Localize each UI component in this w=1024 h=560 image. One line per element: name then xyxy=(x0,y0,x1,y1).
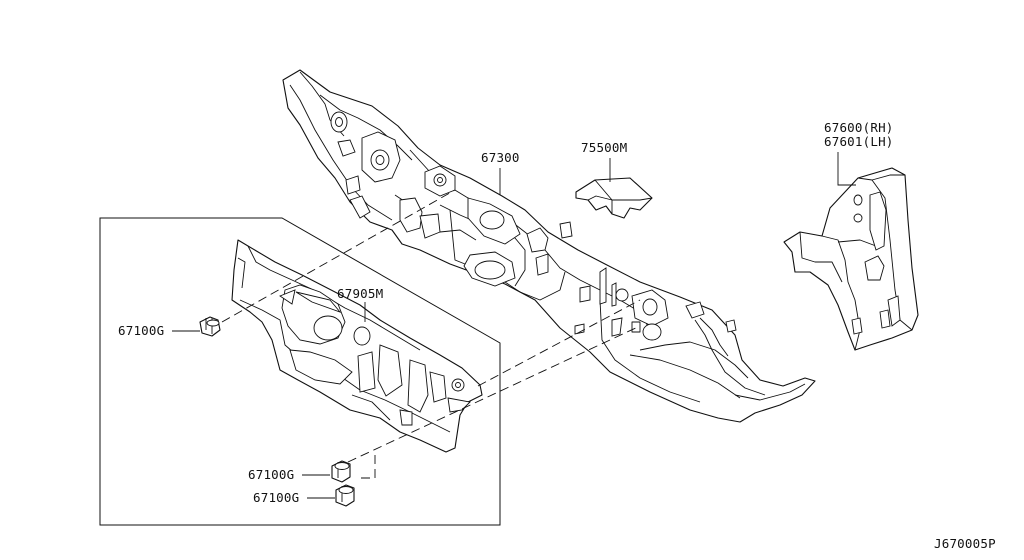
label-dash-panel: 67300 xyxy=(481,150,520,165)
dash-panel-67300 xyxy=(282,69,816,423)
clip-icon xyxy=(199,316,221,337)
diagram-code: J670005P xyxy=(934,536,996,551)
label-clip-1: 67100G xyxy=(118,323,164,338)
label-cover: 75500M xyxy=(581,140,627,155)
label-side-lh: 67601(LH) xyxy=(824,134,894,149)
label-clip-2: 67100G xyxy=(248,467,294,482)
insulator-67905M xyxy=(231,239,483,453)
clip-icon xyxy=(335,484,355,507)
label-clip-3: 67100G xyxy=(253,490,299,505)
label-insulator: 67905M xyxy=(337,286,383,301)
cover-75500M xyxy=(575,177,653,219)
clip-icon xyxy=(331,460,351,483)
label-side-rh: 67600(RH) xyxy=(824,120,894,135)
side-panel-67600-67601 xyxy=(783,167,919,351)
detail-frame xyxy=(99,217,501,526)
